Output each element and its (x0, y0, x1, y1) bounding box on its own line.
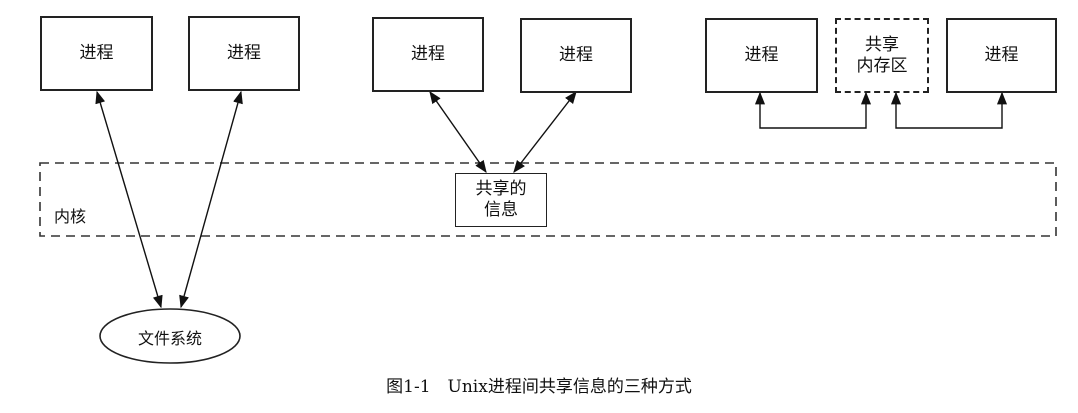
process-label: 进程 (559, 45, 593, 65)
arrow-shm-p6 (890, 91, 1008, 129)
kernel-label: 内核 (54, 207, 87, 226)
shared-memory-box: 共享内存区 (835, 18, 929, 93)
arrow-p2-fs (179, 90, 243, 309)
figure-caption: 图1-1 Unix进程间共享信息的三种方式 (386, 377, 692, 397)
process-box-3: 进程 (372, 17, 484, 92)
process-label: 进程 (984, 45, 1019, 65)
arrow-p1-fs (95, 90, 163, 309)
shared-info-box: 共享的信息 (455, 173, 547, 227)
process-box-2: 进程 (188, 16, 300, 91)
arrow-p3-info (429, 90, 487, 174)
filesystem-label: 文件系统 (137, 329, 202, 348)
arrow-p5-shm (754, 91, 872, 129)
arrow-p4-info (513, 91, 577, 173)
process-label: 进程 (411, 44, 445, 64)
process-label: 进程 (227, 43, 261, 63)
filesystem-ellipse (99, 308, 241, 364)
shared-info-label: 信息 (484, 200, 518, 220)
shared-memory-label: 共享 (865, 34, 899, 55)
shared-info-label: 共享的 (475, 179, 527, 199)
kernel-region (39, 162, 1057, 237)
process-box-1: 进程 (40, 16, 153, 91)
process-box-6: 进程 (946, 18, 1057, 93)
process-box-5: 进程 (705, 18, 818, 93)
process-box-4: 进程 (520, 18, 632, 93)
process-label: 进程 (744, 45, 779, 65)
shared-memory-label: 内存区 (856, 55, 908, 76)
process-label: 进程 (79, 43, 114, 63)
